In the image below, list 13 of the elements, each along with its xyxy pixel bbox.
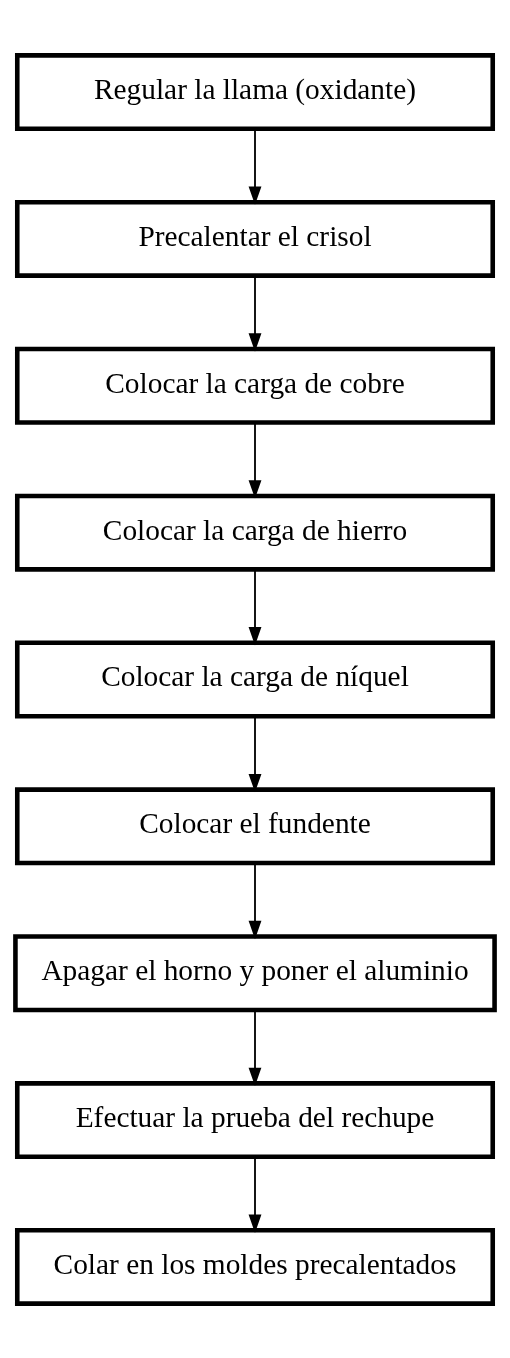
node-box: Efectuar la prueba del rechupe [14,1080,496,1159]
node-box: Precalentar el crisol [14,199,496,278]
arrow [248,568,262,645]
node-box: Colar en los moldes precalentados [14,1227,496,1306]
node-box: Colocar la carga de cobre [14,346,496,425]
arrow [248,862,262,939]
node-box: Colocar el fundente [14,786,496,865]
node-box: Regular la llama (oxidante) [14,52,496,131]
node-box: Apagar el horno y poner el aluminio [13,933,497,1012]
arrow [248,421,262,499]
arrow [248,1009,262,1086]
node-box: Colocar la carga de hierro [14,493,496,572]
node-box: Colocar la carga de níquel [14,640,496,718]
